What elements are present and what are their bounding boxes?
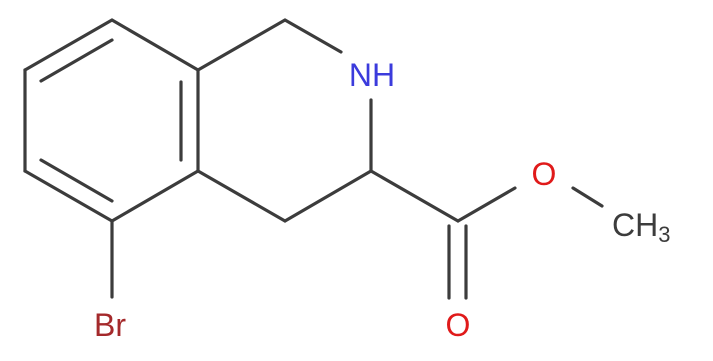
bond-ring-bottom-right <box>110 169 200 223</box>
bond-c3-carbonyl-c <box>369 169 460 223</box>
bond-ring-bottom-left-inner <box>39 158 114 203</box>
bond-c1-n <box>283 18 343 54</box>
bond-c8a-c1 <box>196 18 287 72</box>
methyl-subscript: 3 <box>658 222 670 247</box>
carbonyl-oxygen-label: O <box>446 307 471 343</box>
ether-oxygen-label: O <box>532 156 557 192</box>
bromine-label: Br <box>94 307 126 343</box>
methyl-label: CH3 <box>612 207 670 247</box>
nh-label: NH <box>349 57 395 93</box>
bond-c3-c4 <box>283 169 373 223</box>
bond-c4-c4a <box>196 169 287 223</box>
bonds-group <box>23 18 604 300</box>
methyl-ch: CH <box>612 207 658 243</box>
bond-ring-top <box>23 18 114 72</box>
bond-ring-bottom-left <box>23 169 114 223</box>
bond-carbonyl-c-o-ether <box>456 186 517 223</box>
bond-o-ether-methyl <box>571 186 604 208</box>
bond-ring-top-right <box>110 18 200 72</box>
bond-ring-top-inner <box>39 38 114 83</box>
atom-labels-group: NH O O CH3 Br <box>94 57 670 343</box>
